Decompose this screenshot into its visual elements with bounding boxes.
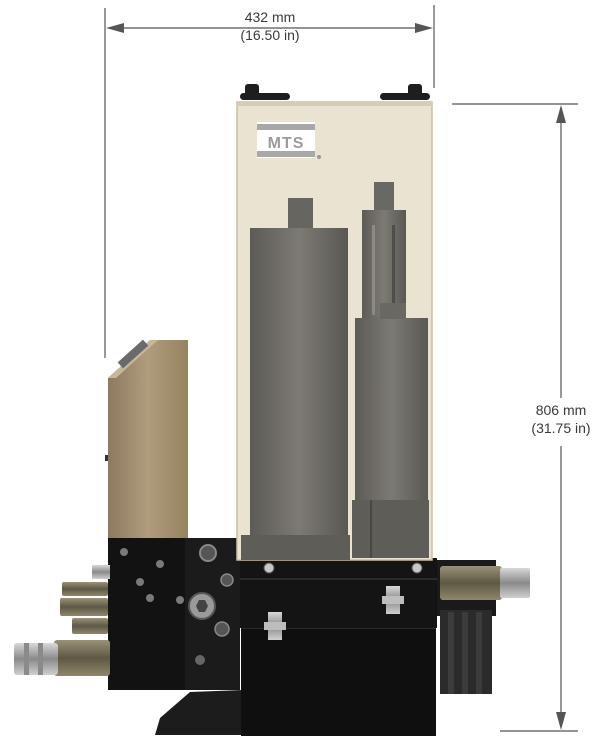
height-arrow-bottom [556, 712, 566, 730]
motor-pump-cylinder [352, 182, 429, 558]
brand-logo-text: MTS [268, 135, 305, 152]
width-dimension-label: 432 mm (16.50 in) [210, 8, 330, 44]
width-metric: 432 mm [244, 9, 296, 25]
accumulator-cylinder [241, 198, 350, 560]
manifold-block [237, 558, 437, 628]
top-handles [240, 84, 430, 100]
height-arrow-top [556, 105, 566, 123]
height-dimension-label: 806 mm (31.75 in) [518, 401, 604, 437]
left-pipe-fittings [14, 565, 110, 676]
right-fitting [436, 560, 530, 694]
height-dimension [452, 103, 578, 732]
width-arrow-left [106, 23, 124, 33]
height-metric: 806 mm [535, 402, 587, 418]
width-dimension [104, 5, 435, 358]
width-arrow-right [415, 23, 433, 33]
left-valve-block [108, 538, 240, 690]
brand-logo: MTS [257, 122, 321, 159]
electronics-cabinet [105, 339, 188, 538]
manifold-fittings [264, 586, 404, 640]
width-imperial: (16.50 in) [240, 27, 300, 43]
height-imperial: (31.75 in) [531, 420, 591, 436]
base-foot [155, 626, 436, 736]
